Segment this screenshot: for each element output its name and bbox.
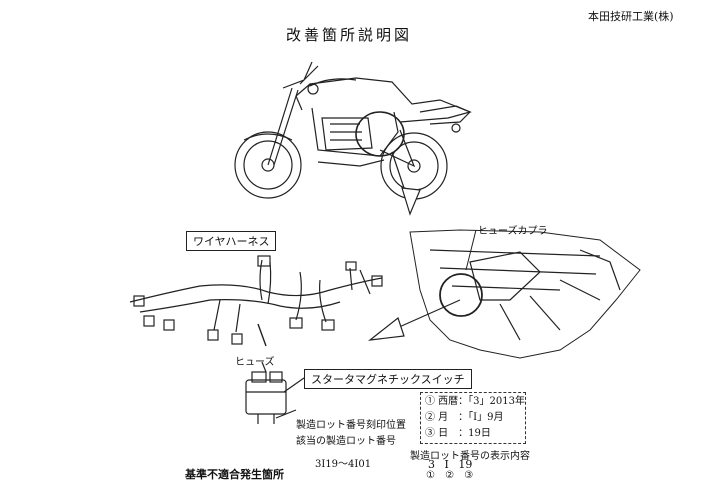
- legend-item-day: ③ 日 ：19日: [425, 428, 491, 439]
- wire-harness-label: ワイヤハーネス: [186, 231, 277, 251]
- lot-stamp-position-label: 製造ロット番号刻印位置: [296, 420, 406, 431]
- lot-display-title: 製造ロット番号の表示内容: [410, 451, 530, 462]
- fuse-coupler-label: ヒューズカプラ: [478, 226, 548, 237]
- lot-legend-box: ① 西暦：「3」2013年 ② 月 ：「I」9月 ③ 日 ：19日: [420, 392, 526, 444]
- fuse-coupler-detail-view: [367, 229, 641, 359]
- wire-harness-illustration: [129, 255, 383, 347]
- lot-range-text: 3I19～4I01: [315, 459, 372, 470]
- legend-item-month: ② 月 ：「I」9月: [425, 412, 504, 423]
- starter-switch-illustration: [245, 361, 305, 424]
- callout-marker: [355, 111, 421, 216]
- starter-magnetic-switch-label: スタータマグネチックスイッチ: [304, 369, 472, 389]
- applicable-lot-label: 該当の製造ロット番号: [296, 436, 396, 447]
- nonconformity-location-label: 基準不適合発生箇所: [185, 468, 284, 481]
- fuse-label: ヒューズ: [235, 357, 275, 368]
- motorcycle-illustration: [234, 61, 472, 200]
- page-title: 改善箇所説明図: [286, 26, 413, 44]
- lot-display-markers: ① ② ③: [426, 470, 474, 481]
- company-name: 本田技研工業(株): [588, 10, 674, 23]
- legend-item-year: ① 西暦：「3」2013年: [425, 396, 525, 407]
- lot-display-digits: 3 I 19: [428, 458, 473, 471]
